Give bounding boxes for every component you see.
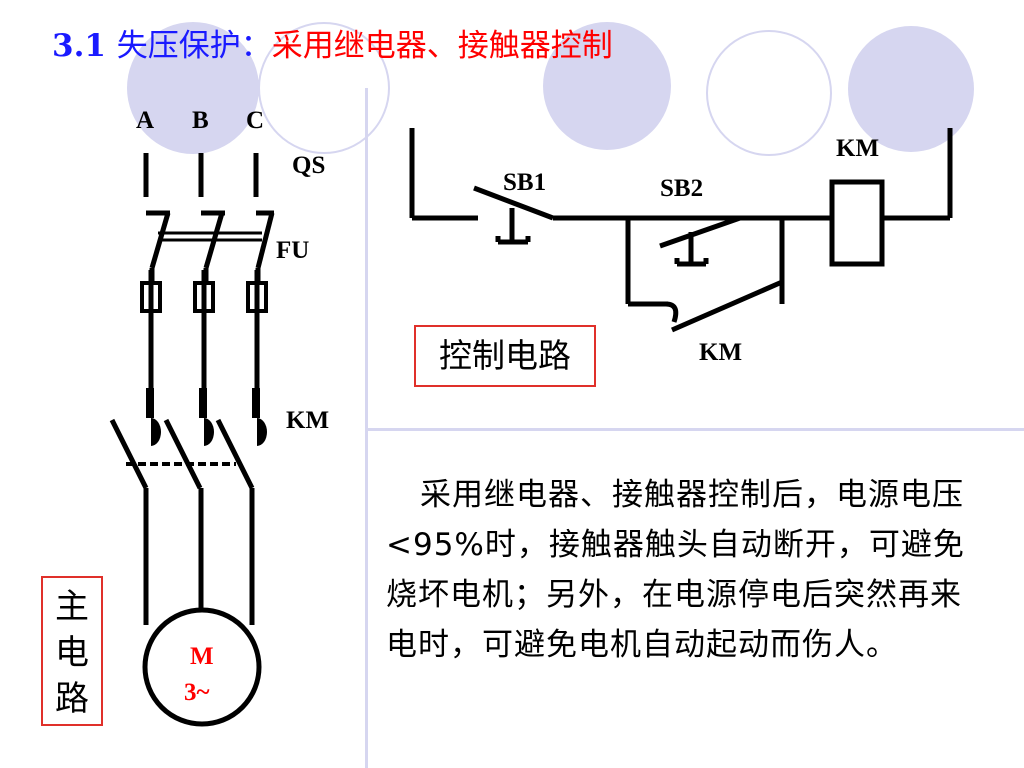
title-number: 3.1 [52,28,106,64]
fu-label: FU [276,237,309,264]
phase-b-label: B [192,107,209,134]
km-coil [829,179,885,267]
title-lead: 失压保护： [116,28,272,64]
km-aux-label: KM [699,339,742,366]
qs-mechanical-link [158,231,262,242]
slide-title: 3.1 失压保护：采用继电器、接触器控制 [52,20,613,65]
divider-horizontal [365,428,1024,431]
phase-c-label: C [246,107,264,134]
qs-label: QS [292,152,325,179]
decor-circle-filled [543,22,671,150]
main-circuit-char-3: 路 [55,679,89,719]
decor-circle-filled [127,22,259,154]
main-circuit-char-1: 主 [55,587,89,627]
decor-circle-outline [706,30,832,156]
km-aux-contact [671,279,783,333]
km-coil-label: KM [836,135,879,162]
motor-label-m: M [190,643,214,670]
km-contact-a [109,418,149,490]
km-contact-b [163,418,203,490]
decor-circle-filled [848,26,974,152]
km-contact-c [215,418,255,490]
qs-blade-c [255,212,275,269]
main-circuit-char-2: 电 [55,633,89,673]
motor-symbol [142,607,262,727]
sb1-contact [473,185,554,221]
main-circuit-label-box: 主 电 路 [41,576,103,726]
phase-a-label: A [136,107,154,134]
km-contact-heads [146,388,267,446]
decor-circle-outline [258,22,390,154]
motor-label-phase: 3~ [184,679,210,706]
sb2-contact [659,215,741,249]
control-circuit-wiring [409,128,953,333]
control-circuit-label-box: 控制电路 [414,325,596,387]
description-text: 采用继电器、接触器控制后，电源电压<95%时，接触器触头自动断开，可避免烧坏电机… [386,477,965,663]
title-subject: 采用继电器、接触器控制 [271,28,613,64]
km-main-label: KM [286,407,329,434]
sb1-label: SB1 [503,169,546,196]
sb2-label: SB2 [660,175,703,202]
